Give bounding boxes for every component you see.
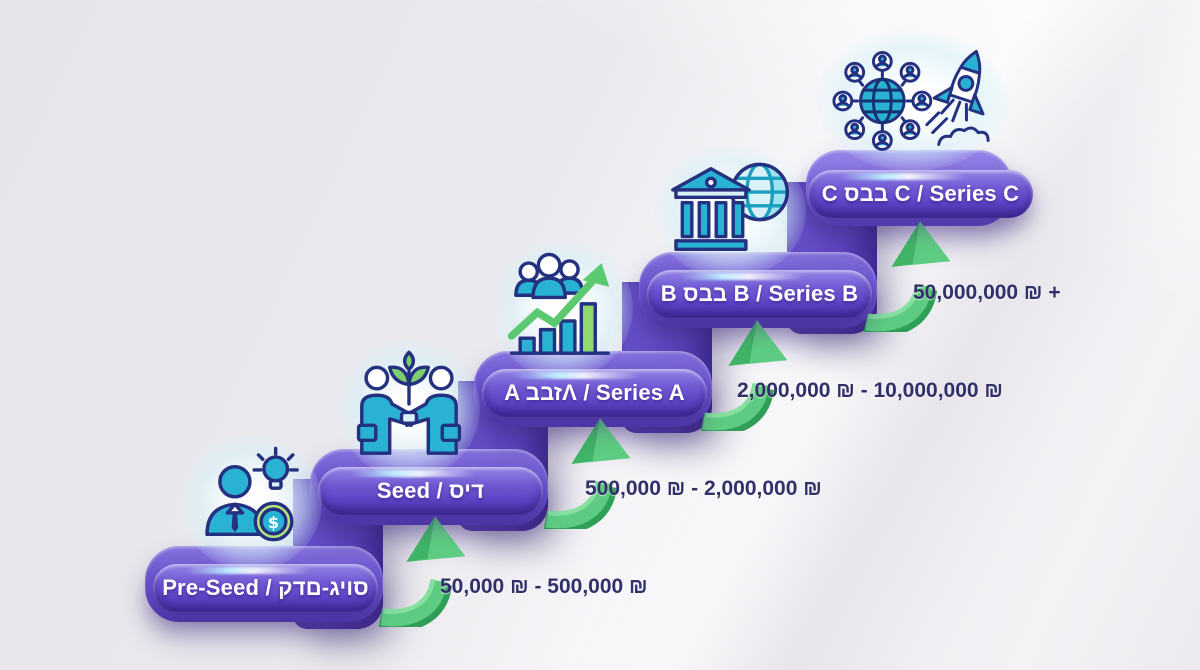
amount-pre-seed: 50,000 ₪ - 500,000 ₪ — [440, 575, 648, 598]
stage-pill-series-a: A בבזΛ / Series A — [482, 369, 707, 417]
amount-series-b: 50,000,000 ₪ + — [913, 281, 1061, 304]
team-growth-chart-icon — [491, 238, 633, 379]
global-network-rocket-icon — [816, 30, 1008, 171]
growth-arrow-icon — [378, 512, 473, 632]
growth-arrow-icon — [543, 414, 638, 534]
growth-arrow-icon — [700, 316, 795, 436]
handshake-sprout-icon — [338, 338, 480, 479]
stage-label: B סבב B / Series B — [660, 281, 859, 306]
stage-label: A בבזΛ / Series A — [504, 380, 685, 405]
growth-arrow-icon — [863, 217, 958, 337]
amount-seed: 500,000 ₪ - 2,000,000 ₪ — [585, 477, 822, 500]
stage-pill-pre-seed: Pre-Seed / קדם-גיוס — [153, 564, 378, 612]
stage-pill-series-b: B סבב B / Series B — [647, 270, 872, 318]
bank-globe-icon — [654, 144, 806, 279]
stage-label: C סבב C / Series C — [821, 181, 1020, 206]
stage-label: Seed / סיד — [376, 478, 485, 503]
stage-pill-series-c: C סבב C / Series C — [808, 170, 1033, 218]
founder-lightbulb-coin-icon: $ — [180, 434, 322, 571]
svg-text:$: $ — [268, 513, 279, 532]
amount-series-a: 2,000,000 ₪ - 10,000,000 ₪ — [737, 379, 1003, 402]
stage-label: Pre-Seed / קדם-גיוס — [162, 575, 369, 600]
